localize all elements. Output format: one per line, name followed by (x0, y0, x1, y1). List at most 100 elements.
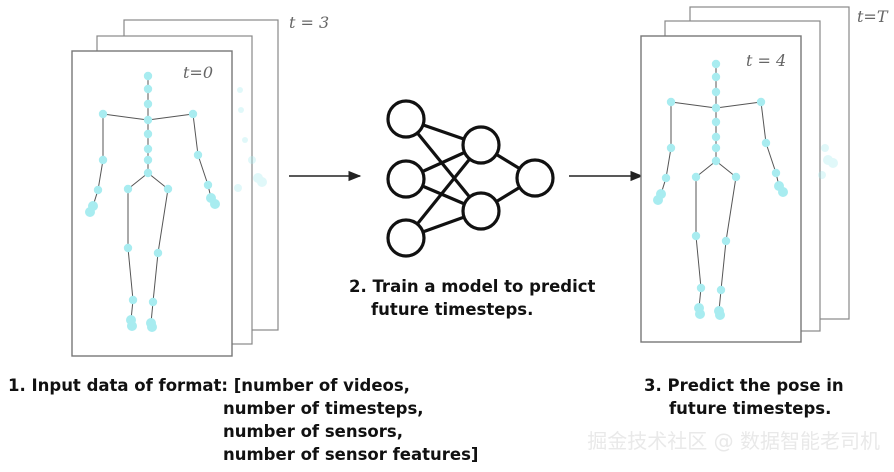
output-pose-joint-lhip (691, 172, 701, 182)
nn-node-2 (386, 218, 426, 258)
input-pose-joint-lh2 (85, 207, 95, 217)
input-pose-joint-chest (143, 99, 153, 109)
output-pose-bone-lsh-spine (670, 101, 717, 109)
output-pose-joint-rwr (771, 168, 781, 178)
input-pose-joint-rank (148, 297, 158, 307)
input-pose-joint-s2 (143, 129, 153, 139)
input-ghost-joint-4 (253, 173, 263, 183)
output-pose-joint-rel (761, 138, 771, 148)
input-pose-joint-s3 (143, 144, 153, 154)
output-pose-joint-head (711, 59, 721, 69)
watermark: 掘金技术社区 @ 数据智能老司机 (587, 429, 880, 453)
output-pose-bone-rsh-rel (760, 101, 767, 144)
output-pose-joint-neck (711, 72, 721, 82)
output-pose-joint-s3 (711, 132, 721, 142)
input-pose-joint-s4 (143, 155, 153, 165)
nn-node-0 (386, 99, 426, 139)
output-pose-joint-s2 (711, 117, 721, 127)
input-pose-joint-lhip (123, 184, 133, 194)
output-pose-joint-rh2 (778, 187, 788, 197)
output-pose-bone-lel-lwr (665, 147, 672, 179)
model-caption: 2. Train a model to predict future times… (349, 275, 595, 321)
input-pose-joint-lwr (93, 185, 103, 195)
input-pose-joint-spine (143, 115, 153, 125)
output-ghost-joint-1 (823, 155, 833, 165)
input-ghost-joint-5 (257, 177, 267, 187)
output-pose-skeleton (653, 59, 788, 320)
output-pose-joint-rf2 (715, 310, 725, 320)
output-frame-stack: t=T t = 4 (640, 6, 889, 343)
output-pose-joint-spine (711, 103, 721, 113)
input-pose-joint-lsh (98, 109, 108, 119)
output-pose-joint-lkn (691, 231, 701, 241)
input-frame-label-front: t=0 (183, 63, 213, 82)
output-pose-joint-lf2 (695, 309, 705, 319)
input-pose-bone-pelvis-rhip (147, 172, 169, 190)
input-caption-line-3: number of sensors, (223, 422, 403, 441)
input-frame-label-back: t = 3 (289, 13, 329, 32)
input-ghost-joint-6 (234, 184, 242, 192)
input-caption-line-4: number of sensor features] (223, 445, 479, 464)
input-frame-stack: t = 3 t=0 (71, 13, 329, 357)
output-pose-joint-lsh (666, 97, 676, 107)
input-pose-joint-rel (193, 150, 203, 160)
model-caption-line-2: future timesteps. (371, 300, 534, 319)
input-pose-joint-head (143, 71, 153, 81)
input-pose-joint-lf2 (127, 321, 137, 331)
output-pose-joint-s4 (711, 143, 721, 153)
output-pose-joint-lank (696, 283, 706, 293)
input-pose-bone-rsh-spine (147, 113, 194, 121)
model-caption-line-1: 2. Train a model to predict (349, 277, 596, 296)
output-frame-label-front: t = 4 (746, 51, 786, 70)
input-pose-joint-rf2 (147, 322, 157, 332)
input-pose-joint-pelvis (143, 168, 153, 178)
output-pose-bone-pelvis-rhip (715, 160, 737, 178)
output-pose-joint-lh2 (653, 195, 663, 205)
input-pose-joint-neck (143, 84, 153, 94)
input-ghost-joint-0 (237, 87, 243, 93)
output-pose-bone-rkn-rank (720, 240, 727, 291)
input-pose-bone-lsh-spine (102, 113, 149, 121)
input-ghost-joint-3 (248, 156, 256, 164)
nn-edge (404, 117, 483, 213)
input-pose-joint-rsh (188, 109, 198, 119)
input-pose-bone-pelvis-lhip (127, 172, 149, 190)
output-ghost-joint-2 (828, 158, 838, 168)
neural-network-icon (386, 99, 555, 258)
input-ghost-joint-2 (242, 137, 248, 143)
input-pose-bone-rkn-rank (152, 252, 159, 303)
output-ghost-joint-0 (821, 144, 829, 152)
input-pose-joint-rh2 (210, 199, 220, 209)
input-caption: 1. Input data of format: [number of vide… (8, 374, 478, 466)
input-pose-bone-lkn-lank (127, 247, 134, 301)
output-pose-bone-rhip-rkn (725, 176, 737, 242)
input-pose-joint-rhip (163, 184, 173, 194)
input-pose-bone-lel-lwr (97, 159, 104, 191)
output-caption-line-2: future timesteps. (669, 399, 832, 418)
output-caption: 3. Predict the pose in future timesteps. (644, 374, 844, 420)
input-pose-joint-lank (128, 295, 138, 305)
output-pose-bone-rel-rwr (765, 142, 777, 174)
output-pose-joint-rkn (721, 236, 731, 246)
input-frame-front (71, 50, 233, 357)
input-caption-line-1: 1. Input data of format: [number of vide… (8, 376, 410, 395)
input-pose-joint-lkn (123, 243, 133, 253)
input-pose-joint-lel (98, 155, 108, 165)
output-pose-joint-lel (666, 143, 676, 153)
output-pose-ghost (818, 144, 838, 179)
output-pose-joint-chest (711, 87, 721, 97)
input-pose-joint-rwr (203, 180, 213, 190)
input-pose-bone-rsh-rel (192, 113, 199, 156)
nn-node-4 (461, 191, 501, 231)
output-pose-joint-rank (716, 285, 726, 295)
nn-node-5 (515, 158, 555, 198)
output-pose-bone-lkn-lank (695, 235, 702, 289)
output-pose-joint-rhip (731, 172, 741, 182)
input-pose-ghost (234, 87, 267, 192)
output-frame-label-back: t=T (857, 7, 889, 26)
input-caption-line-2: number of timesteps, (223, 399, 424, 418)
output-pose-joint-lwr (661, 173, 671, 183)
input-ghost-joint-1 (238, 107, 244, 113)
input-pose-bone-rhip-rkn (157, 188, 169, 254)
